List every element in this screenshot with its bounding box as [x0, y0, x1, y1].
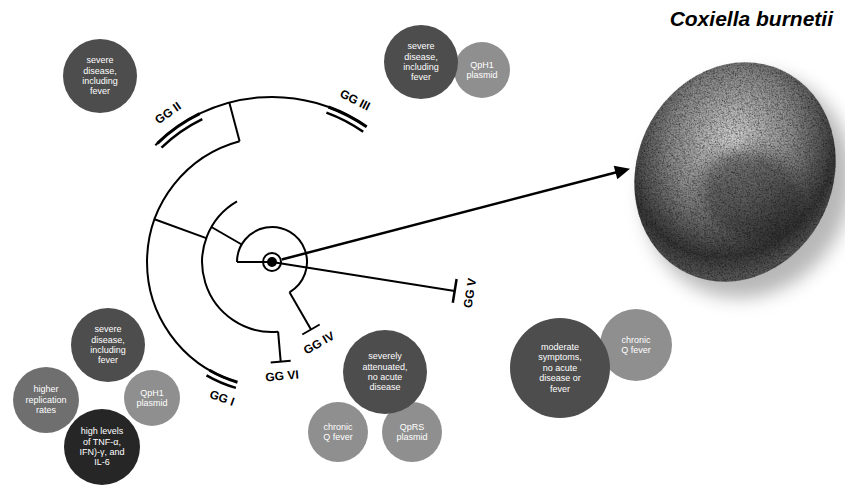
tree-arc — [155, 97, 366, 145]
tree-branch — [272, 262, 455, 291]
arrow-head — [614, 166, 630, 180]
circle-text: severe disease, including fever — [78, 55, 122, 96]
trait-circle: higher replication rates — [13, 367, 79, 433]
genogroup-label: GG III — [338, 87, 372, 112]
tree-branch — [278, 332, 281, 362]
pointer-arrow — [282, 172, 618, 260]
branch-tick — [302, 325, 319, 335]
circle-text: chronic Q fever — [320, 422, 356, 443]
trait-circle: severely attenuated, no acute disease — [343, 330, 427, 414]
trait-circle: QpH1 plasmid — [124, 370, 180, 426]
branch-bracket — [207, 375, 236, 388]
trait-circle: chronic Q fever — [600, 309, 672, 381]
tree-arc — [147, 141, 240, 381]
branch-bracket — [326, 113, 363, 132]
branch-tick — [453, 279, 457, 303]
trait-circle: severe disease, including fever — [63, 39, 137, 113]
branch-bracket — [162, 119, 203, 148]
tree-arc — [202, 201, 278, 332]
genogroup-label: GG VI — [265, 368, 299, 383]
circle-text: severe disease, including fever — [86, 324, 130, 365]
trait-circle: severe disease, including fever — [384, 25, 458, 99]
tree-branch — [229, 103, 239, 142]
circle-text: severely attenuated, no acute disease — [360, 351, 410, 392]
tree-branch — [290, 292, 312, 329]
trait-circle: QpH1 plasmid — [454, 42, 510, 98]
bacterium-image — [599, 29, 845, 332]
circle-text: chronic Q fever — [618, 335, 654, 356]
trait-circle: moderate symptoms, no acute disease or f… — [510, 318, 610, 418]
root-dot — [268, 258, 276, 266]
cell-texture — [599, 29, 845, 315]
circle-text: QpH1 plasmid — [133, 388, 171, 409]
cell-body — [599, 29, 845, 315]
branch-tick — [271, 361, 291, 363]
genogroup-label: GG IV — [302, 329, 337, 356]
tree-branch — [155, 219, 207, 238]
circle-text: QpRS plasmid — [393, 422, 431, 443]
figure-title: Coxiella burnetii — [670, 6, 833, 31]
circle-text: high levels of TNF-α, IFN)-γ, and IL-6 — [78, 426, 126, 467]
genogroup-label: GG V — [461, 277, 478, 309]
trait-circle: severe disease, including fever — [71, 308, 145, 382]
tree-arc — [237, 227, 307, 292]
tree-branch — [211, 227, 241, 245]
circle-text: severe disease, including fever — [399, 41, 443, 82]
genogroup-label: GG II — [152, 100, 182, 126]
genogroup-label: GG I — [208, 388, 236, 408]
trait-circle: high levels of TNF-α, IFN)-γ, and IL-6 — [64, 409, 140, 485]
circle-text: moderate symptoms, no acute disease or f… — [535, 342, 585, 394]
root-stem — [237, 261, 272, 263]
circle-text: higher replication rates — [24, 384, 68, 415]
circle-text: QpH1 plasmid — [463, 60, 501, 81]
trait-circle: chronic Q fever — [308, 402, 368, 462]
